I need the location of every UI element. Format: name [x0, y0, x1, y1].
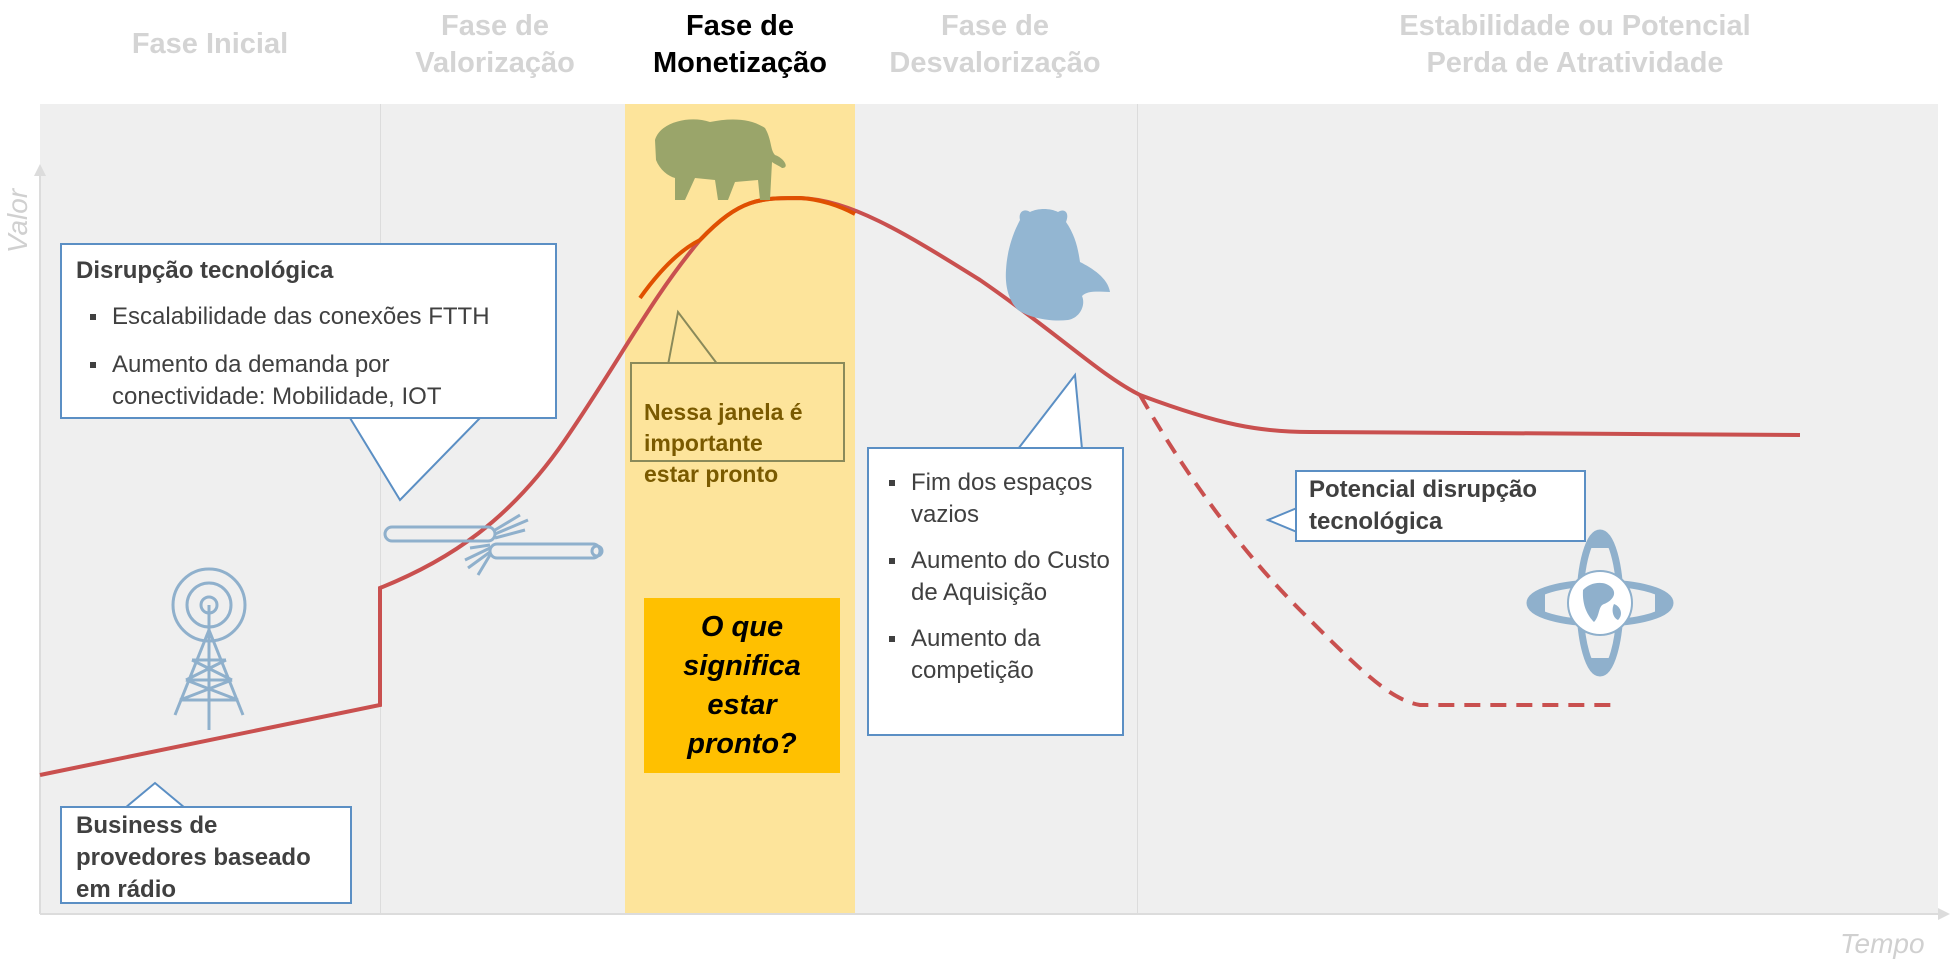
fiber-cable-icon [383, 513, 604, 576]
disruption-title: Disrupção tecnológica [76, 257, 334, 284]
devaluation-item: Aumento da competição [875, 623, 1116, 687]
x-axis-arrow [1938, 908, 1950, 920]
column-divider [1137, 104, 1138, 914]
potential-pointer [1265, 506, 1298, 534]
question-text: O que significa estar pronto? [683, 610, 801, 760]
window-note-text: Nessa janela é importante estar pronto [644, 399, 803, 487]
devaluation-item: Aumento do Custo de Aquisição [875, 545, 1116, 609]
bison-icon [655, 119, 786, 200]
monetization-highlight [625, 104, 855, 914]
potential-text: Potencial disrupção tecnológica [1309, 476, 1538, 535]
phase-header-monetization: Fase de Monetização [652, 10, 828, 79]
x-axis-label: Tempo [1840, 928, 1925, 959]
phase-header-valorization: Fase de Valorização [415, 10, 575, 79]
y-axis-arrow [34, 164, 46, 176]
devaluation-callout: Fim dos espaços vazios Aumento do Custo … [867, 447, 1124, 736]
window-pointer [666, 309, 721, 366]
globe-rotation-icon [1526, 529, 1674, 677]
business-text: Business de provedores baseado em rádio [76, 812, 311, 903]
business-pointer [122, 781, 188, 809]
potential-drop-dashed [1138, 394, 1620, 707]
disruption-item: Escalabilidade das conexões FTTH [76, 301, 541, 333]
phase-header-devaluation: Fase de Desvalorização [889, 10, 1101, 79]
devaluation-pointer [1015, 372, 1084, 450]
potential-callout: Potencial disrupção tecnológica [1295, 470, 1586, 542]
business-callout: Business de provedores baseado em rádio [60, 806, 352, 904]
column-divider [380, 104, 381, 914]
phase-header-initial: Fase Inicial [131, 28, 289, 60]
disruption-item: Aumento da demanda por conectividade: Mo… [76, 349, 541, 413]
phase-header-stability: Estabilidade ou Potencial Perda de Atrat… [1399, 10, 1751, 79]
value-curve-peak [638, 195, 856, 300]
disruption-pointer [348, 417, 483, 502]
question-box: O que significa estar pronto? [644, 598, 840, 773]
devaluation-item: Fim dos espaços vazios [875, 467, 1116, 531]
radio-tower-icon [171, 567, 247, 730]
window-note: Nessa janela é importante estar pronto [630, 362, 845, 487]
disruption-callout: Disrupção tecnológica Escalabilidade das… [60, 243, 557, 419]
bear-icon [1005, 209, 1110, 321]
